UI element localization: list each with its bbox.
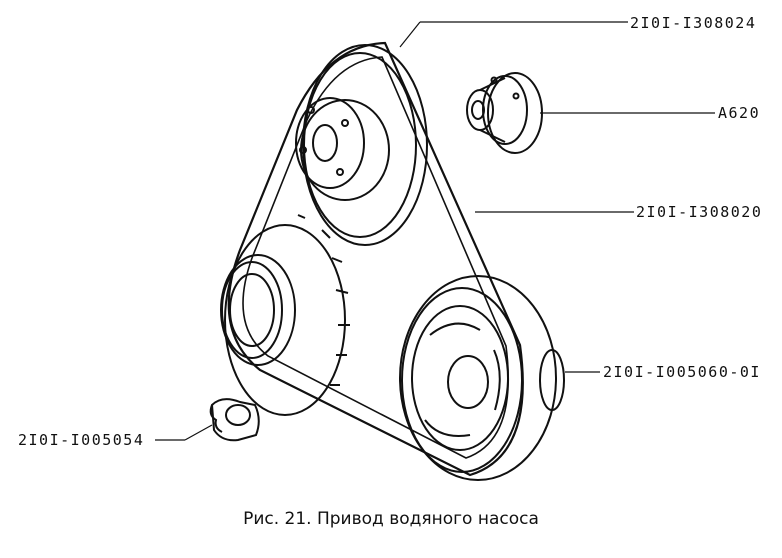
ratchet-nut — [209, 398, 260, 442]
callout-crank-pulley: 2I0I-I005060-0I — [603, 363, 761, 381]
crank-pulley — [399, 275, 565, 481]
leader-lines — [155, 21, 715, 441]
callout-pump-pulley: 2I0I-I308024 — [630, 14, 757, 32]
callout-crankshaft-nut: 2I0I-I005054 — [18, 431, 145, 449]
generator-pulley — [220, 214, 350, 416]
callout-hub: A620 — [718, 104, 761, 122]
pump-pulley — [295, 44, 428, 246]
callout-belt: 2I0I-I308020 — [636, 203, 763, 221]
figure-caption: Рис. 21. Привод водяного насоса — [243, 509, 539, 529]
hub — [466, 72, 543, 154]
